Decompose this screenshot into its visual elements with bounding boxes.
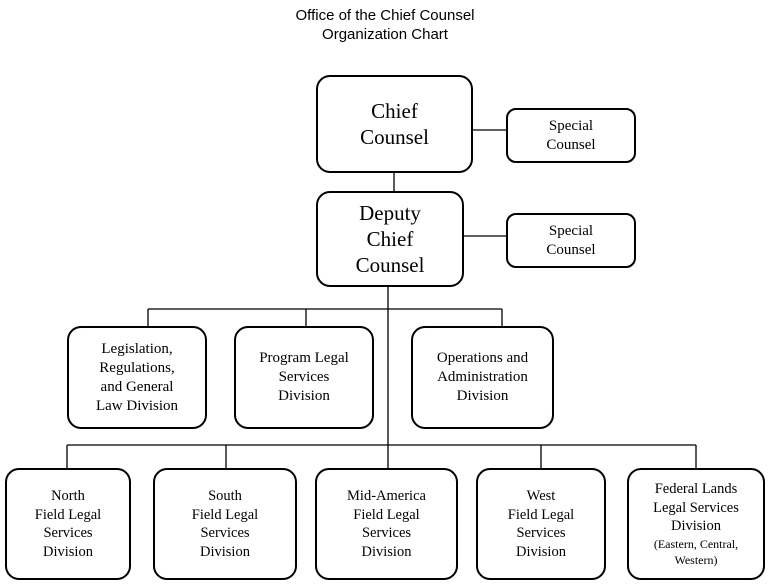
south-line-2: Field Legal (191, 506, 259, 523)
mid-america-line-3: Services (361, 525, 412, 541)
federal-lands-line-3: Division (671, 518, 721, 535)
chart-title-line-2: Organization Chart (322, 26, 448, 43)
mid-america-line-2: Field Legal (353, 506, 420, 523)
program-legal-line-2: Services (278, 369, 330, 385)
federal-lands-legal-services-box: Federal Lands Legal Services Division (E… (627, 468, 765, 580)
mid-america-line-1: Mid-America (347, 488, 426, 504)
special-counsel-1-line-2: Counsel (546, 136, 596, 153)
north-field-legal-services-box: North Field Legal Services Division (5, 468, 131, 580)
north-line-2: Field Legal (34, 506, 102, 523)
mid-america-field-legal-services-box: Mid-America Field Legal Services Divisio… (315, 468, 458, 580)
operations-line-2: Administration (437, 369, 528, 385)
west-line-3: Services (516, 525, 566, 541)
south-line-3: Services (200, 525, 250, 541)
south-line-4: Division (200, 543, 250, 560)
federal-lands-line-1: Federal Lands (654, 481, 738, 498)
federal-lands-note-line-2: Western) (674, 552, 718, 567)
legislation-line-3: and General (100, 378, 174, 395)
special-counsel-1-line-1: Special (548, 117, 594, 134)
west-line-2: Field Legal (507, 506, 575, 523)
north-line-4: Division (43, 543, 93, 560)
federal-lands-note-line-1: (Eastern, Central, (653, 536, 739, 551)
program-legal-line-3: Division (278, 388, 330, 404)
north-line-3: Services (43, 525, 93, 541)
legislation-line-4: Law Division (95, 397, 179, 414)
west-field-legal-services-box: West Field Legal Services Division (476, 468, 606, 580)
deputy-chief-counsel-line-3: Counsel (355, 253, 425, 277)
special-counsel-2-line-2: Counsel (546, 241, 596, 258)
mid-america-line-4: Division (361, 543, 412, 560)
special-counsel-box-2: Special Counsel (506, 213, 636, 268)
south-line-1: South (208, 488, 242, 504)
deputy-chief-counsel-line-1: Deputy (359, 201, 421, 225)
chart-title-line-1: Office of the Chief Counsel (295, 7, 475, 24)
deputy-chief-counsel-box: Deputy Chief Counsel (316, 191, 464, 287)
program-legal-line-1: Program Legal (259, 350, 349, 366)
special-counsel-box-1: Special Counsel (506, 108, 636, 163)
legislation-line-2: Regulations, (99, 359, 175, 376)
west-line-4: Division (516, 543, 566, 560)
special-counsel-2-line-1: Special (548, 222, 594, 239)
north-line-1: North (51, 488, 85, 504)
chief-counsel-box: Chief Counsel (316, 75, 473, 173)
legislation-line-1: Legislation, (101, 340, 173, 357)
operations-administration-box: Operations and Administration Division (411, 326, 554, 429)
operations-line-3: Division (456, 388, 509, 404)
south-field-legal-services-box: South Field Legal Services Division (153, 468, 297, 580)
program-legal-services-box: Program Legal Services Division (234, 326, 374, 429)
operations-line-1: Operations and (436, 350, 529, 366)
chart-title: Office of the Chief Counsel Organization… (0, 6, 770, 44)
federal-lands-line-2: Legal Services (653, 499, 739, 516)
chief-counsel-line-2: Counsel (360, 125, 429, 149)
legislation-division-box: Legislation, Regulations, and General La… (67, 326, 207, 429)
west-line-1: West (526, 488, 556, 504)
deputy-chief-counsel-line-2: Chief (366, 227, 414, 251)
chief-counsel-line-1: Chief (371, 99, 418, 123)
